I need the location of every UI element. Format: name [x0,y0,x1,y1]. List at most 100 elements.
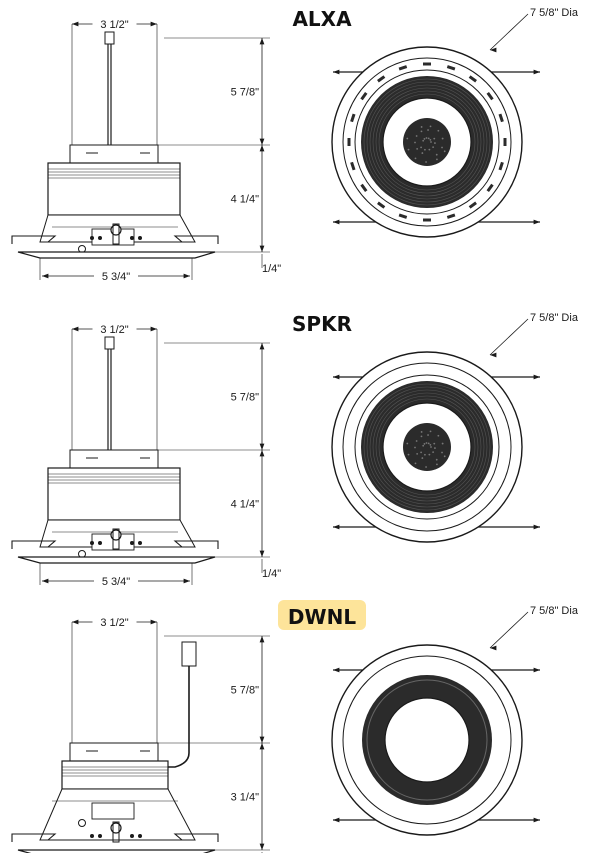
spring-clip-left [11,235,57,244]
screw [98,236,102,240]
spring-clip-left [11,540,57,549]
grille-ring [366,81,488,203]
dim-diameter: 7 5/8" Dia [530,7,579,19]
screw [98,834,102,838]
tweeter-dot [437,129,440,132]
tweeter-dot [420,451,423,454]
dim-diameter: 7 5/8" Dia [530,605,579,617]
grille-ring [375,90,479,194]
tweeter-dot [425,466,427,468]
tweeter-dot [437,434,440,437]
tweeter-dot [425,137,428,139]
housing-cap [69,144,159,164]
lead-wire [150,666,190,768]
screw [138,834,142,838]
dim-flange: 1/4" [262,568,281,580]
arrowhead [72,21,79,27]
arrowhead [259,450,265,457]
tweeter-dot [443,455,446,458]
knob-stem [112,223,120,245]
housing-cap [69,449,159,469]
vent-slot [377,201,386,209]
tweeter-dot [416,452,419,455]
tweeter-dot [428,148,431,151]
reflector-ring-detail [366,679,488,801]
grille-ring [372,87,482,197]
arrowhead [259,843,265,850]
grille-ring [378,398,476,496]
arrowhead [259,736,265,743]
grille-ring [363,78,491,206]
dim-width-bottom: 5 3/4" [102,271,130,283]
label-backing [94,574,138,587]
tweeter-dot [429,138,432,141]
arrowhead [490,645,497,651]
tweeter-dot [422,139,425,142]
arrowhead [533,69,540,75]
tweeter-dot [415,135,418,137]
vent-slot [486,183,494,192]
vent-slot [398,213,408,219]
section-title: DWNL [288,605,356,629]
tweeter-dot [428,453,431,456]
tweeter-dot [441,451,443,454]
tweeter-dot [406,137,409,140]
arrowhead [72,326,79,332]
screw [138,236,142,240]
spring-clip-right [173,235,219,244]
dim-diameter: 7 5/8" Dia [530,312,579,324]
connector-plug [181,641,197,667]
arrowhead [42,578,49,584]
vent-slot [498,161,504,171]
label-backing [92,17,137,30]
tweeter-dot [415,440,418,442]
housing-cap [69,742,159,762]
tweeter-dot [441,137,444,140]
arrowhead [490,47,497,53]
screw [130,236,134,240]
tweeter-dot [434,447,436,449]
grille-ring [366,386,488,508]
tweeter-dot [423,138,426,140]
tweeter-dot [421,152,424,154]
arrowhead [533,219,540,225]
arrowhead [259,636,265,643]
arrowhead [333,374,340,380]
trim-flange [17,251,216,259]
tweeter-grille [403,423,451,471]
grille-ring [363,383,491,511]
vent-slot [468,201,477,209]
label-backing [92,615,137,628]
tweeter-dot [433,442,436,445]
tweeter-dot [434,142,436,144]
diameter-leader [489,611,529,649]
tweeter-dot [427,137,430,140]
arrowhead [333,219,340,225]
screw [130,834,134,838]
vent-slot [498,113,504,123]
tweeter-dot [429,430,432,433]
tweeter-dot [423,443,426,445]
screw [98,541,102,545]
dim-height-upper: 5 7/8" [231,87,259,99]
screw [90,834,94,838]
connector-plug [104,31,115,45]
vent-slot [446,213,456,219]
connector-plug [104,336,115,350]
diameter-leader [489,318,529,356]
dim-width-top: 3 1/2" [100,19,128,31]
tweeter-dot [441,442,444,445]
screw [90,236,94,240]
screw [90,541,94,545]
tweeter-dot [414,141,416,144]
tweeter-dot [432,146,435,149]
vent-slot [423,62,431,66]
arrowhead [42,273,49,279]
tweeter-dot [420,431,423,433]
tweeter-dot [430,446,432,448]
trim-flange [17,849,216,853]
arrowhead [333,69,340,75]
